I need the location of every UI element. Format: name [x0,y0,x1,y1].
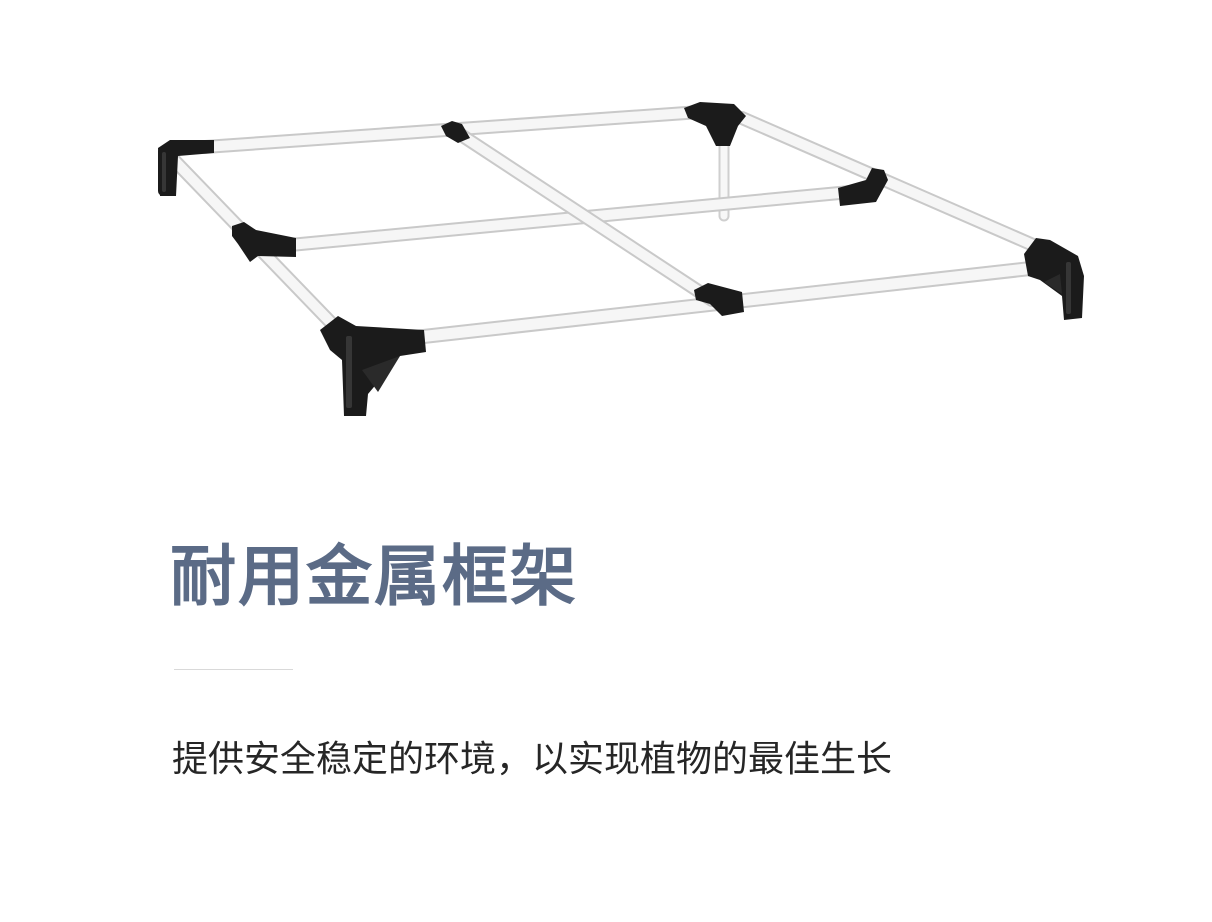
product-description: 提供安全稳定的环境，以实现植物的最佳生长 [172,739,893,780]
title-divider [174,669,293,670]
frame-tubes [165,105,1047,346]
metal-frame-icon [158,102,1084,416]
frame-connectors [158,102,1084,416]
connector-highlights [162,152,1071,408]
page-title: 耐用金属框架 [170,538,578,615]
